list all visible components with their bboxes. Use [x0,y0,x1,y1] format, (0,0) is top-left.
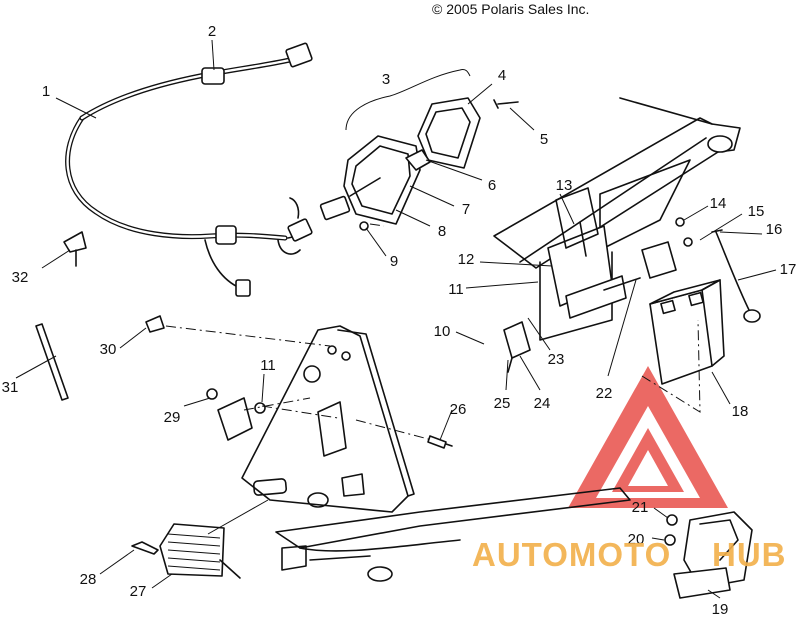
copyright-text: © 2005 Polaris Sales Inc. [432,1,589,17]
watermark-text-part1: AUTOMOTO [472,536,671,573]
battery-terminals [641,217,693,279]
harness-plug-end [285,42,313,68]
callout-5: 5 [540,131,548,148]
wire-harness [65,42,313,297]
bolt-28 [131,541,159,555]
callout-18: 18 [732,403,749,420]
nut-21 [666,514,678,526]
tail-light-housing-8 [343,135,421,225]
lower-frame [275,487,631,582]
callout-3: 3 [382,71,390,88]
callout-28: 28 [80,571,97,588]
watermark-logo [568,366,728,508]
callout-14: 14 [710,195,727,212]
leader-lines [15,39,777,599]
harness-connector-2 [201,67,225,85]
tail-light-lens-4 [417,97,481,169]
callout-17: 17 [780,261,797,278]
callout-29: 29 [164,409,181,426]
callout-25: 25 [494,395,511,412]
battery-bracket [547,187,641,319]
callout-26: 26 [450,401,467,418]
callout-13: 13 [556,177,573,194]
washer-20 [664,534,676,546]
bolt-26 [427,435,453,449]
callout-20: 20 [628,531,645,548]
callout-32: 32 [12,269,29,286]
callout-labels: 1 2 3 4 5 6 7 8 9 10 11 11 12 13 14 15 1… [2,23,797,617]
watermark-triangle-center [628,450,668,486]
watermark-text: AUTOMOTO HUB [472,536,787,573]
callout-9: 9 [390,253,398,270]
bulb-socket-6 [405,149,431,171]
callout-24: 24 [534,395,551,412]
callout-23: 23 [548,351,565,368]
callout-11-lower: 11 [260,357,276,374]
callout-21: 21 [632,499,649,516]
callout-16: 16 [766,221,783,238]
solenoid-bracket-19 [664,511,753,599]
tail-light-connector [319,195,351,221]
callout-31: 31 [2,379,19,396]
callout-22: 22 [596,385,613,402]
callout-2: 2 [208,23,216,40]
mounting-bracket [241,325,415,513]
rectifier-27 [159,523,241,579]
callout-10: 10 [434,323,451,340]
cable-tie-31 [35,323,69,401]
callout-11-upper: 11 [448,281,464,298]
callout-7: 7 [462,201,470,218]
battery-18 [649,279,725,385]
connector-30 [145,315,165,333]
tail-light-assembly [319,69,519,231]
callout-27: 27 [130,583,147,600]
callout-15: 15 [748,203,765,220]
callout-30: 30 [100,341,117,358]
callout-1: 1 [42,83,50,100]
regulator-29 [206,388,266,441]
callout-6: 6 [488,177,496,194]
callout-19: 19 [712,601,729,617]
alignment-lines [165,223,701,441]
callout-8: 8 [438,223,446,240]
callout-12: 12 [458,251,475,268]
callout-4: 4 [498,67,506,84]
relay-24 [503,321,531,373]
watermark-text-part2: HUB [712,536,787,573]
harness-clip-32 [63,231,87,267]
